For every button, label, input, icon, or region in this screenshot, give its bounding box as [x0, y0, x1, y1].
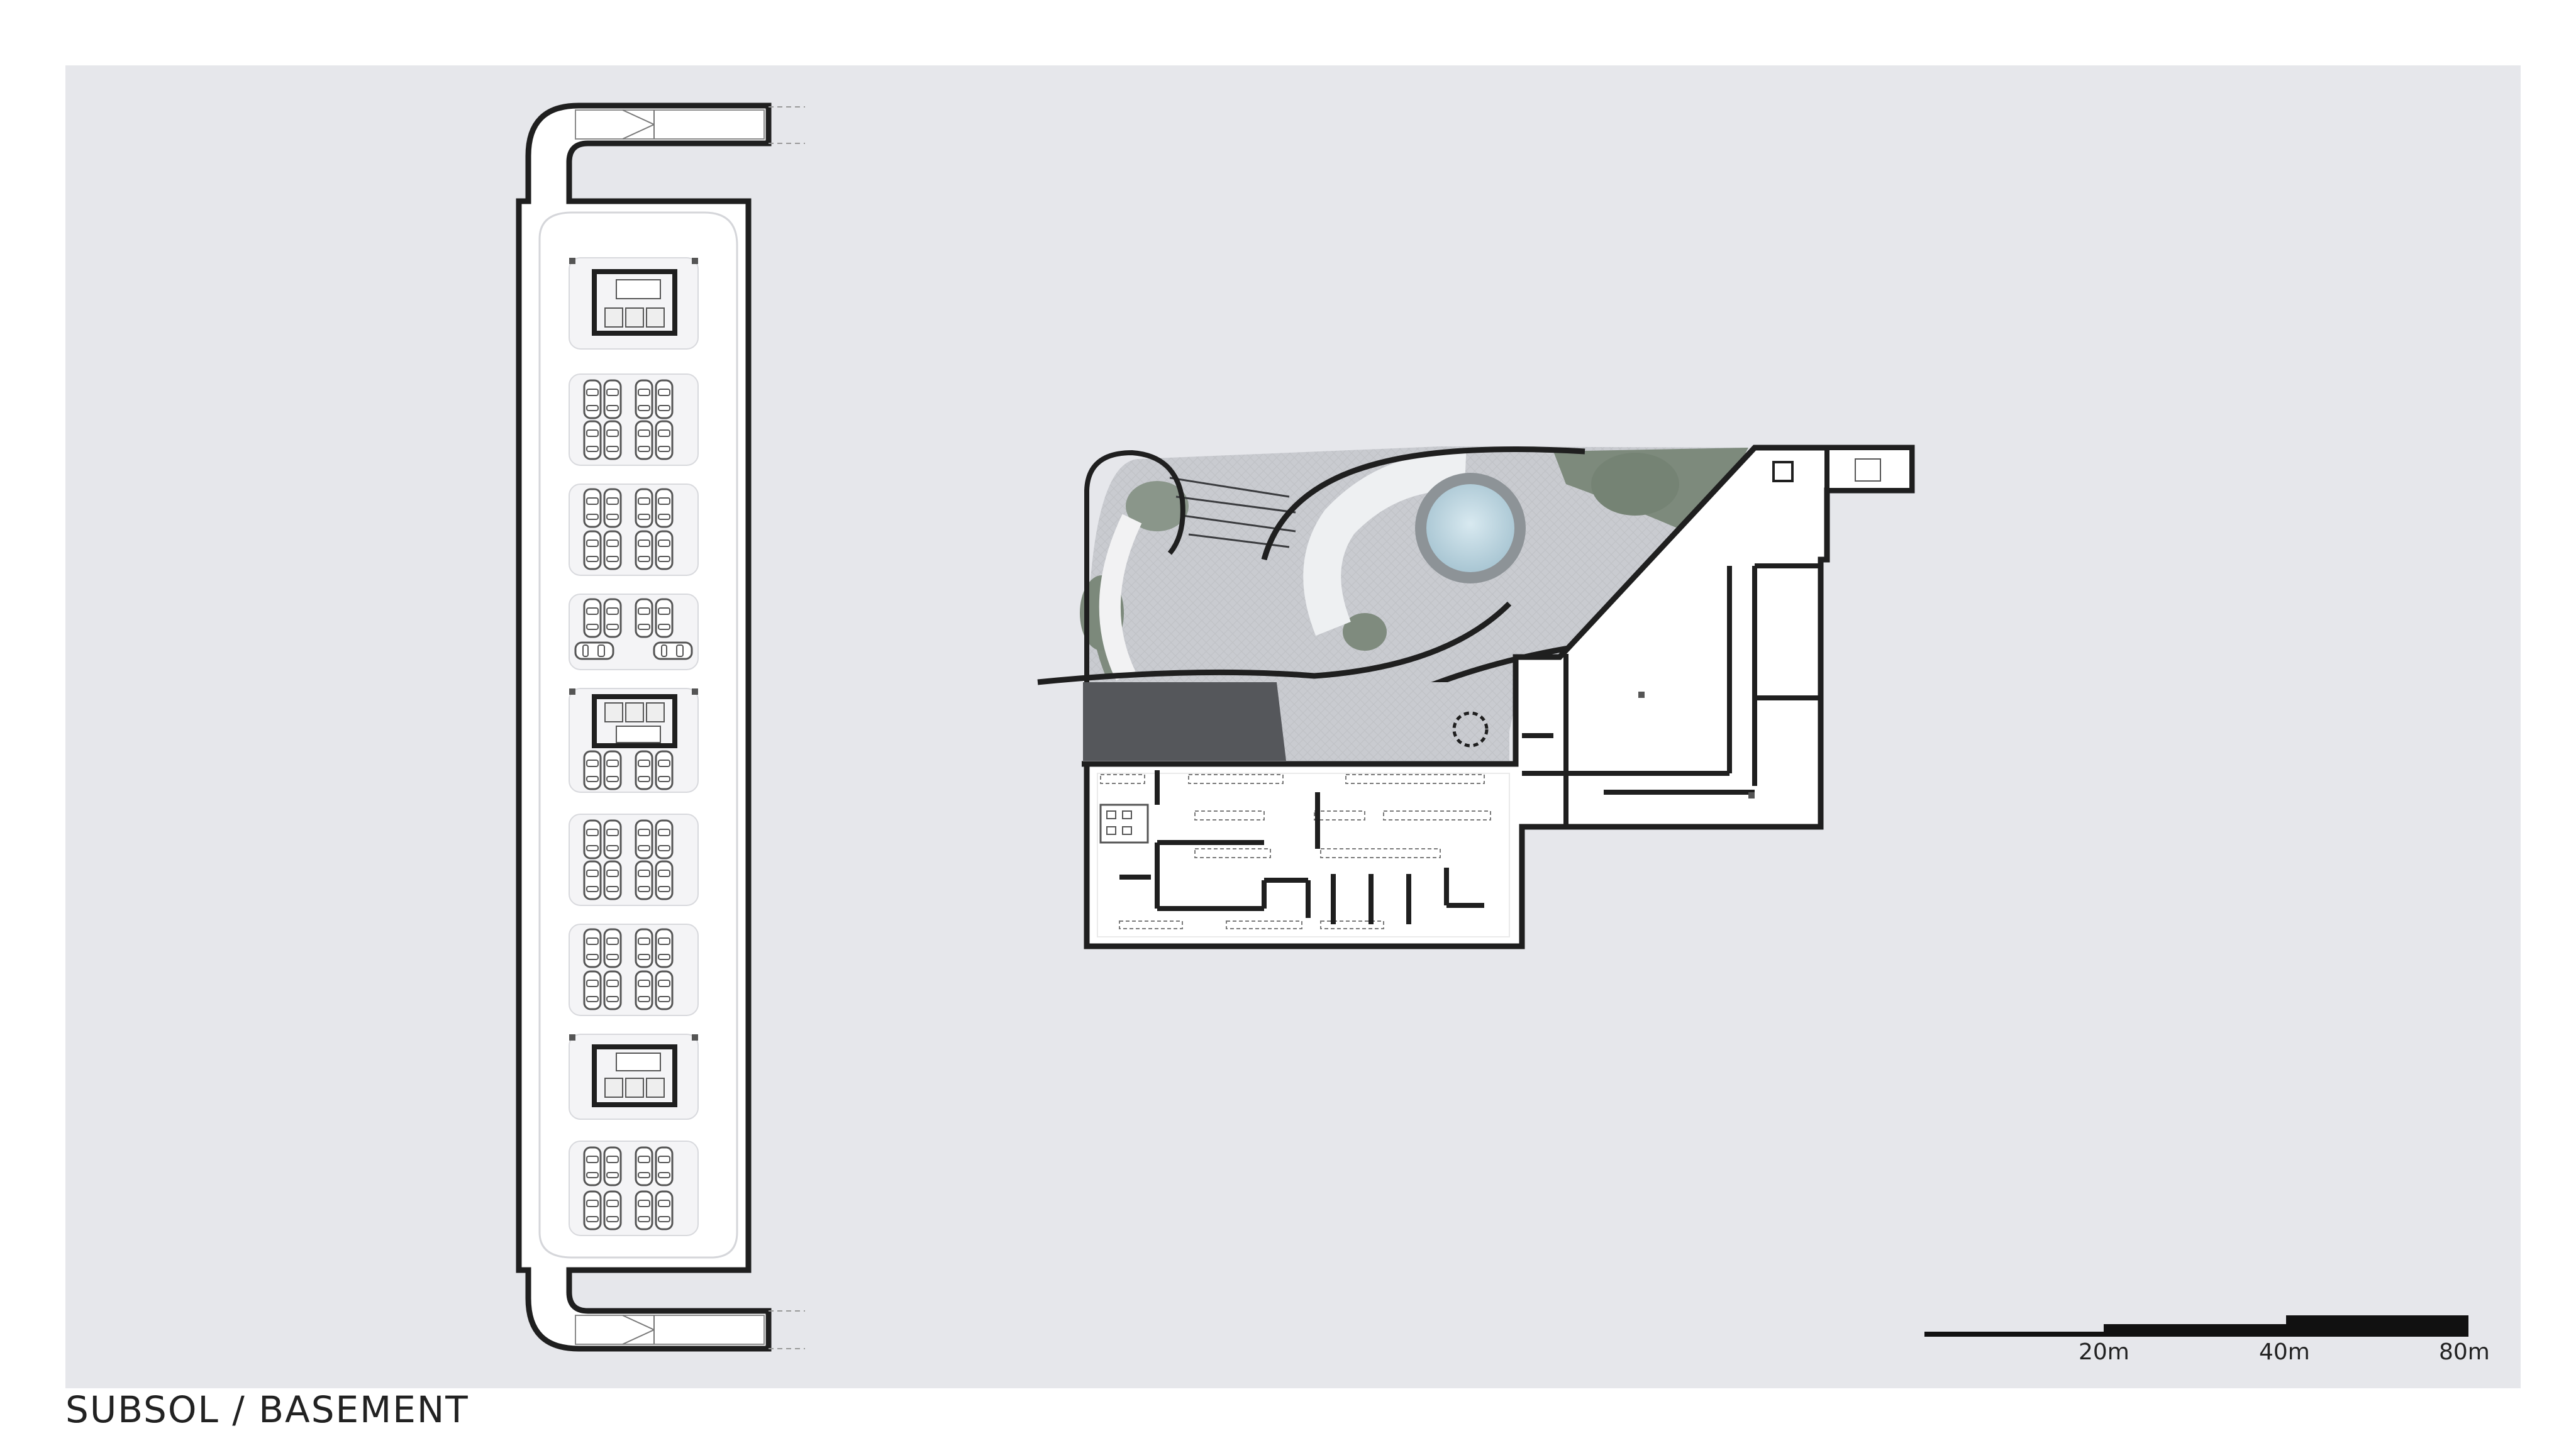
- parking-module-2: [569, 484, 699, 576]
- parking-garage-plan: [516, 102, 805, 1352]
- spiral-stair: [1452, 711, 1489, 748]
- plan-title: SUBSOL / BASEMENT: [65, 1388, 469, 1431]
- service-interior-walls: [1522, 563, 1821, 827]
- parking-module-4: [569, 814, 699, 906]
- stair-core-3: [569, 1034, 699, 1120]
- curved-wall-main: [1037, 601, 1512, 685]
- restroom-core: [1099, 804, 1149, 844]
- scale-label-20m: 20m: [2079, 1339, 2129, 1365]
- parking-module-3: [569, 594, 699, 670]
- entry-ramp: [1083, 682, 1286, 761]
- parking-module-1: [569, 373, 699, 466]
- annex-block: [1824, 445, 1914, 493]
- ramp-bottom: [575, 1315, 765, 1345]
- main-basement-plan: [1037, 445, 1915, 949]
- ramp-top: [575, 109, 765, 140]
- spiral-path-outer: [1099, 514, 1142, 681]
- shelving-units: [1100, 774, 1491, 929]
- parking-drive-aisle: [538, 211, 738, 1259]
- scale-bar: [1924, 1315, 2468, 1337]
- lower-block-walls: [1119, 770, 1484, 924]
- scale-label-40m: 40m: [2259, 1339, 2310, 1365]
- stair-core-2: [569, 688, 699, 793]
- stair-core-1: [569, 257, 699, 350]
- parking-module-5: [569, 924, 699, 1016]
- curved-wall-left: [1084, 450, 1185, 682]
- scale-label-80m: 80m: [2439, 1339, 2490, 1365]
- lower-block-inner: [1097, 773, 1510, 937]
- spiral-path-inner: [1303, 452, 1467, 636]
- pool-water: [1426, 484, 1514, 572]
- parking-module-6: [569, 1141, 699, 1236]
- parking-columns: [569, 258, 698, 1041]
- curved-wall-upper: [1261, 446, 1585, 561]
